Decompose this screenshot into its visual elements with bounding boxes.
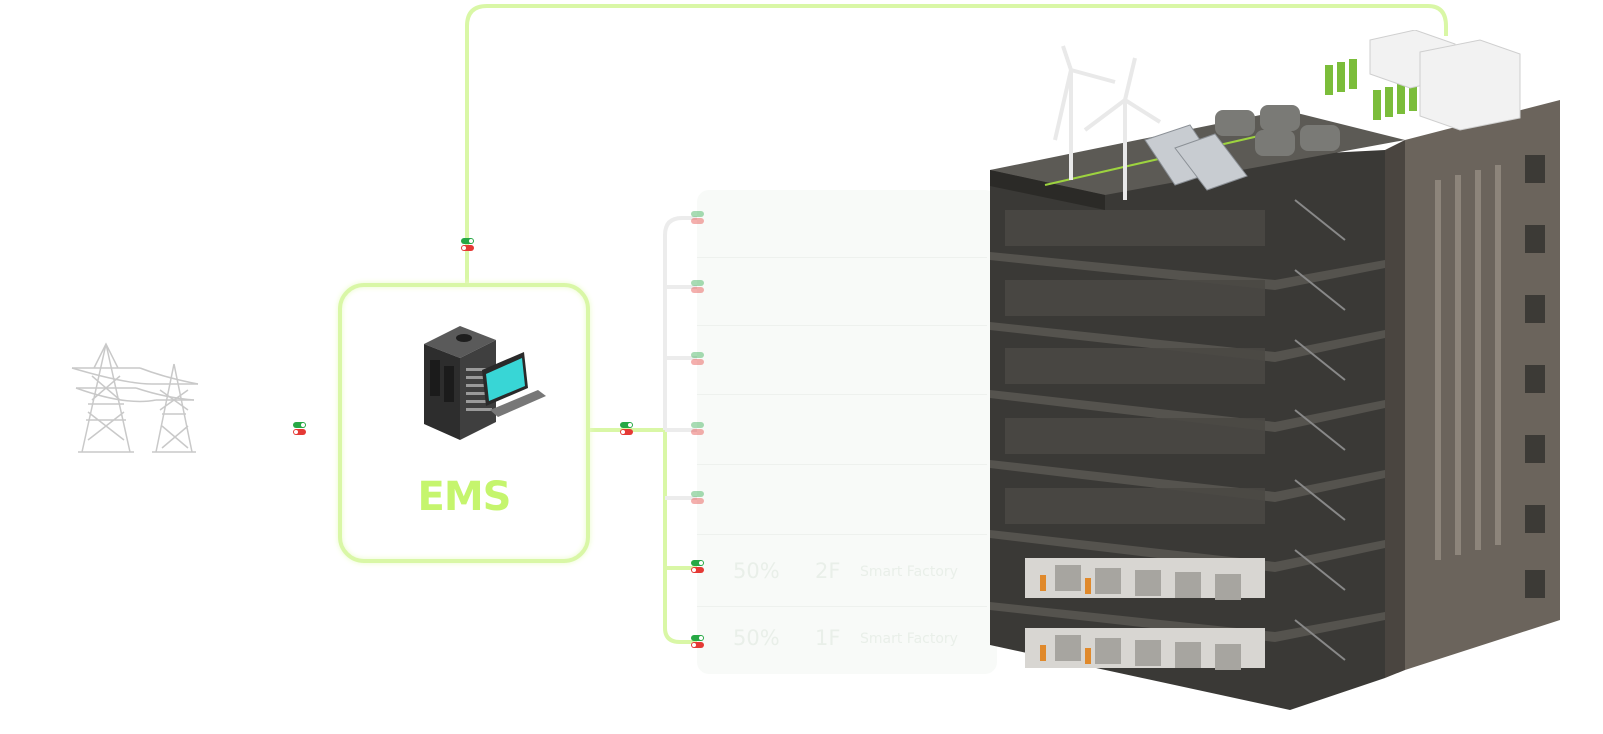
- row-divider: [697, 257, 987, 258]
- ems-box[interactable]: [338, 283, 590, 563]
- row-divider: [697, 325, 987, 326]
- roof-switch-icon[interactable]: [460, 238, 476, 252]
- floor-number: 1F: [815, 626, 841, 650]
- roof-connection-line: [465, 4, 1448, 283]
- floor-name: Smart Factory: [860, 631, 958, 647]
- server-cabinet-icon: [424, 326, 546, 440]
- floor-panel: [697, 190, 997, 674]
- ems-output-switch-icon[interactable]: [619, 422, 635, 436]
- floor-percent: 50%: [733, 626, 780, 650]
- building-cutaway-icon: [990, 30, 1560, 710]
- row-divider: [697, 464, 987, 465]
- floor-row-3[interactable]: [697, 467, 987, 535]
- floor-switch-icon[interactable]: [690, 211, 706, 225]
- branch-trunk-inactive: [663, 216, 697, 560]
- row-divider: [697, 534, 987, 535]
- floor-name: Smart Factory: [860, 564, 958, 580]
- floor-row-6[interactable]: [697, 258, 987, 326]
- floor-number: 2F: [815, 559, 841, 583]
- row-divider: [697, 606, 987, 607]
- floor-row-5[interactable]: [697, 327, 987, 395]
- grid-switch-icon[interactable]: [292, 422, 308, 436]
- branch-trunk-active: [663, 430, 697, 644]
- floor-switch-icon[interactable]: [690, 352, 706, 366]
- floor-row-2f[interactable]: 50% 2F Smart Factory: [697, 539, 987, 607]
- floor-switch-icon[interactable]: [690, 491, 706, 505]
- floor-switch-icon[interactable]: [690, 560, 706, 574]
- power-tower-icon: [71, 342, 199, 453]
- floor-switch-icon[interactable]: [690, 422, 706, 436]
- floor-switch-icon[interactable]: [690, 635, 706, 649]
- ems-label: EMS: [417, 474, 512, 520]
- floor-percent: 50%: [733, 559, 780, 583]
- floor-switch-icon[interactable]: [690, 280, 706, 294]
- floor-row-7[interactable]: [697, 190, 987, 258]
- row-divider: [697, 394, 987, 395]
- floor-row-4[interactable]: [697, 397, 987, 465]
- floor-row-1f[interactable]: 50% 1F Smart Factory: [697, 606, 987, 674]
